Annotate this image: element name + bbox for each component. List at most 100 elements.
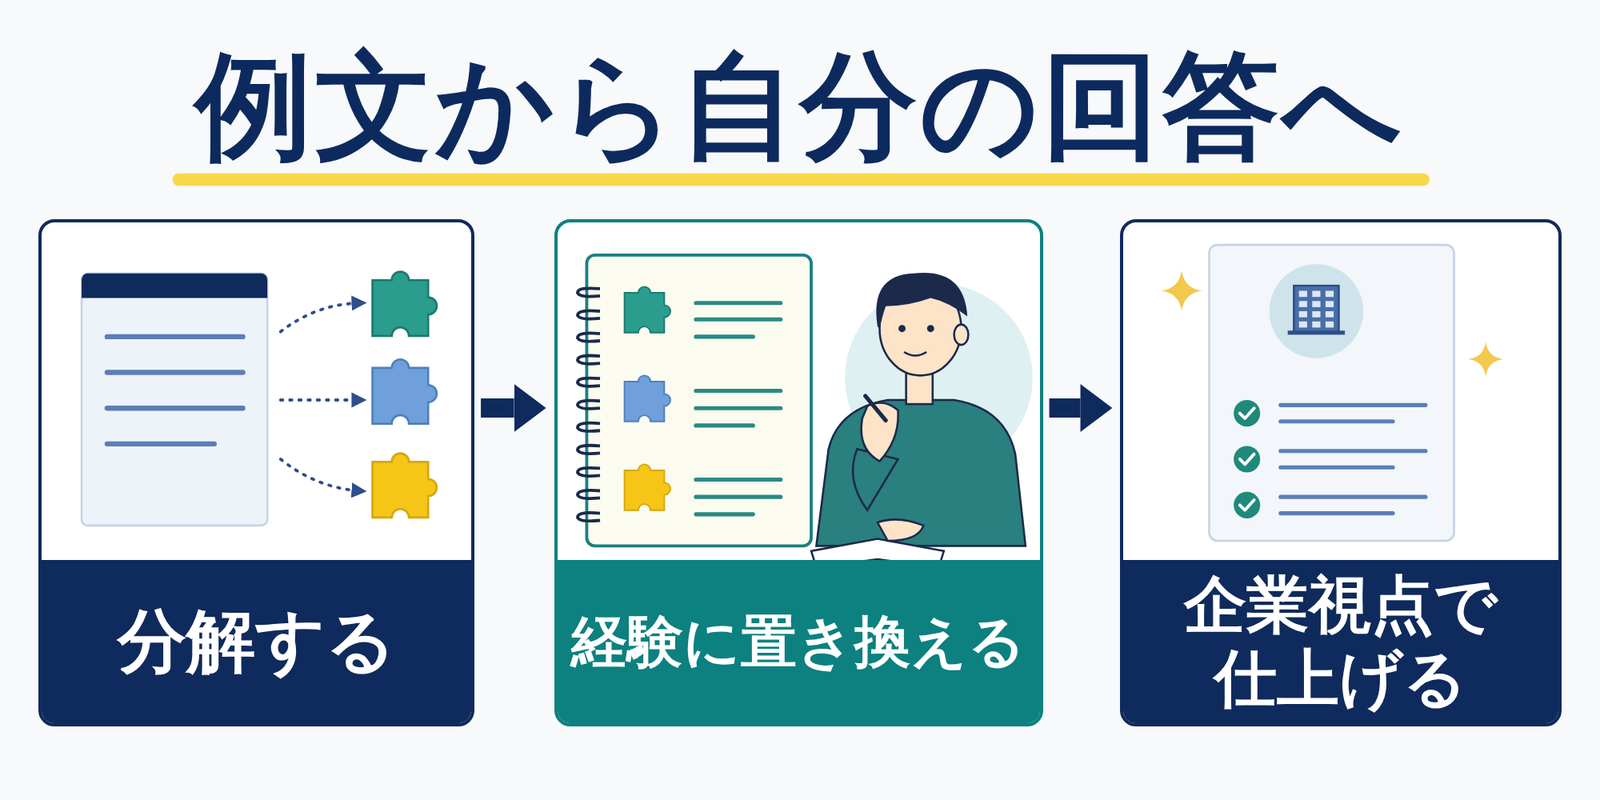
document-sheet	[81, 273, 268, 526]
notebook-page	[586, 255, 812, 547]
sweater	[816, 400, 1025, 546]
puzzle-piece	[372, 453, 437, 518]
window	[1325, 300, 1334, 308]
step-panel: 分解する	[38, 219, 475, 727]
check-circle	[1233, 492, 1260, 519]
step-label: 企業視点で 仕上げる	[1164, 568, 1517, 716]
document-sheet	[1208, 244, 1454, 541]
puzzle-piece	[624, 464, 671, 510]
panel-ground	[554, 219, 1044, 727]
dotted-arrows	[280, 459, 360, 492]
notebook-lines	[696, 423, 753, 428]
text-line	[1280, 448, 1426, 453]
step-label: 経験に置き換える	[571, 608, 1026, 676]
spiral-rings	[577, 288, 600, 521]
building-windows	[1299, 291, 1334, 328]
text-line	[1280, 465, 1393, 470]
dotted-arrows	[280, 303, 360, 332]
window	[1312, 300, 1320, 308]
window	[1325, 311, 1334, 318]
spiral-ring	[577, 332, 600, 341]
notebook-lines	[696, 334, 753, 339]
spiral-ring	[577, 423, 600, 432]
check-mark	[1240, 408, 1255, 419]
eye	[898, 324, 906, 332]
building-base	[1288, 330, 1345, 335]
checklist	[1233, 400, 1426, 519]
text-lines	[107, 334, 244, 340]
title-underline	[178, 173, 1424, 186]
notebook-lines	[696, 303, 781, 515]
thinking-person	[811, 272, 1033, 568]
check-mark	[1240, 454, 1255, 465]
step-arrow	[1049, 398, 1081, 418]
text-line	[1280, 419, 1393, 424]
notebook-lines	[696, 388, 781, 393]
puzzle-piece	[624, 375, 671, 421]
window	[1325, 321, 1334, 328]
spiral-ring	[577, 288, 600, 296]
text-lines	[107, 336, 244, 444]
window	[1299, 321, 1308, 328]
text-line	[1280, 495, 1426, 500]
spiral-ring	[577, 468, 600, 476]
spiral-ring	[577, 378, 600, 387]
notebook-lines	[696, 512, 753, 516]
puzzle-piece	[372, 359, 437, 424]
panel-ground	[1120, 219, 1561, 727]
spiral-ring	[577, 310, 600, 319]
notebook-lines	[696, 495, 781, 500]
finished-document	[1161, 244, 1504, 541]
window	[1312, 291, 1320, 298]
hair	[876, 272, 968, 329]
window	[1312, 311, 1320, 318]
text-lines	[107, 441, 215, 447]
window	[1312, 321, 1320, 328]
notebook-lines	[696, 300, 781, 305]
step-panel: 企業視点で 仕上げる	[1120, 219, 1561, 727]
hand	[877, 519, 924, 541]
check-mark	[1240, 500, 1255, 511]
sparkle	[1161, 270, 1203, 312]
step-label: 分解する	[117, 600, 396, 682]
check-circle	[1233, 445, 1260, 472]
document-header	[81, 273, 268, 299]
puzzle-piece	[372, 272, 437, 336]
text-line	[1280, 511, 1393, 516]
notebook	[577, 255, 812, 547]
building	[1293, 285, 1339, 333]
window	[1299, 300, 1308, 308]
window	[1325, 291, 1334, 298]
window	[1299, 291, 1308, 298]
label-band: 分解する	[41, 560, 472, 724]
window	[1299, 311, 1308, 318]
puzzle-piece	[624, 286, 671, 332]
notebook-lines	[696, 317, 781, 322]
dotted-arrows	[280, 398, 360, 402]
label-band: 経験に置き換える	[557, 560, 1040, 724]
sparkle	[1468, 341, 1503, 376]
spiral-ring	[577, 400, 600, 409]
label-band: 企業視点で 仕上げる	[1123, 560, 1558, 724]
document-icon	[81, 273, 268, 526]
step-panel: 経験に置き換える	[554, 219, 1044, 727]
step-arrow	[480, 398, 515, 418]
illustration	[38, 179, 1561, 727]
icon-circle	[1269, 264, 1364, 358]
notebook-lines	[696, 477, 781, 482]
title: 例文から自分の回答へ	[0, 41, 1600, 171]
eye	[927, 324, 935, 332]
notebook-lines	[696, 406, 781, 411]
dotted-arrows	[280, 303, 360, 492]
spiral-ring	[577, 512, 600, 521]
spiral-ring	[577, 356, 600, 364]
text-lines	[107, 369, 244, 375]
check-circle	[1233, 400, 1260, 427]
ear	[954, 324, 969, 346]
spiral-ring	[577, 490, 600, 499]
spiral-ring	[577, 445, 600, 454]
pen	[865, 396, 887, 421]
panel-ground	[38, 219, 475, 727]
text-line	[1280, 403, 1426, 408]
